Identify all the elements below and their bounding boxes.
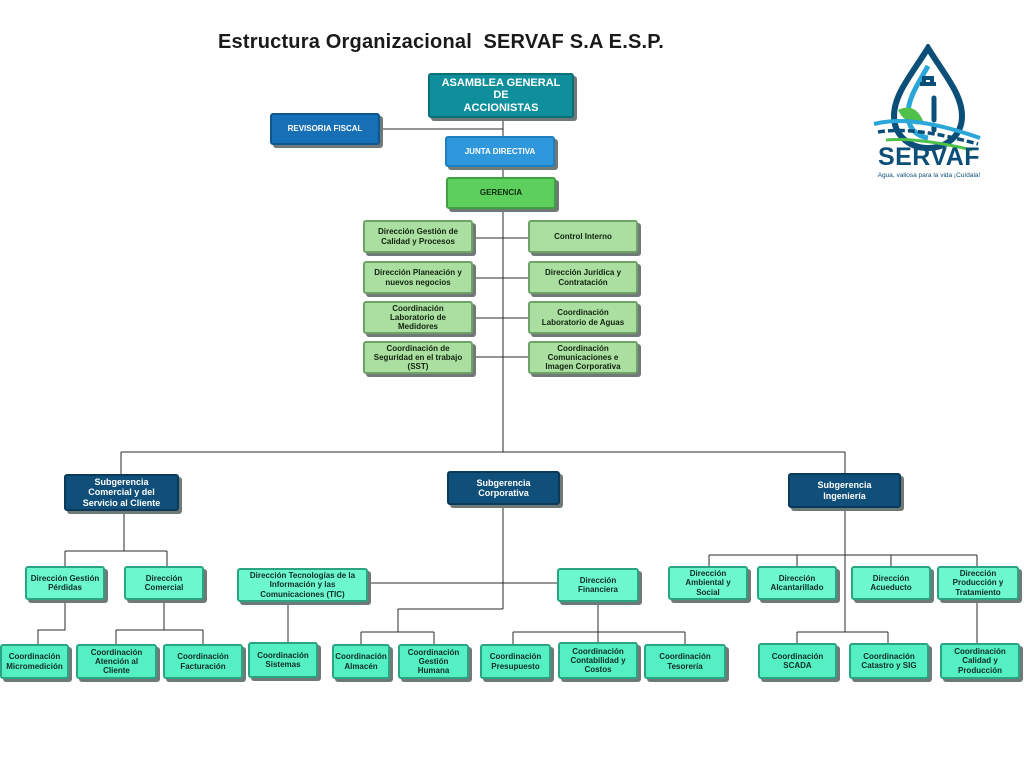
logo-tagline: Agua, valiosa para la vida ¡Cuídala! [877,172,981,179]
node-asamblea: ASAMBLEA GENERAL DE ACCIONISTAS [428,73,574,118]
node-junta-directiva: JUNTA DIRECTIVA [445,136,555,167]
connector-ing-coords [796,631,889,643]
node-coord-micromedicion: Coordinación Micromedición [0,644,69,679]
node-staff-sst: Coordinación de Seguridad en el trabajo … [363,341,473,374]
node-coord-sistemas: Coordinación Sistemas [248,642,318,678]
node-coord-contabilidad: Coordinación Contabilidad y Costos [558,642,638,679]
node-dir-tic: Dirección Tecnologías de la Información … [237,568,368,602]
node-dir-alcantarillado: Dirección Alcantarillado [757,566,837,600]
node-coord-presupuesto: Coordinación Presupuesto [480,644,551,679]
node-sub-comercial: Subgerencia Comercial y del Servicio al … [64,474,179,511]
node-coord-gestion-humana: Coordinación Gestión Humana [398,644,469,679]
node-staff-lab-medidores: Coordinación Laboratorio de Medidores [363,301,473,334]
water-drop-logo-icon [873,44,981,152]
logo-wordmark: SERVAF [877,143,981,171]
node-gerencia: GERENCIA [446,177,556,209]
node-coord-catastro-sig: Coordinación Catastro y SIG [849,643,929,679]
node-dir-comercial: Dirección Comercial [124,566,204,600]
node-coord-scada: Coordinación SCADA [758,643,837,679]
node-staff-juridica: Dirección Jurídica y Contratación [528,261,638,294]
node-dir-financiera: Dirección Financiera [557,568,639,602]
node-dir-ambiental: Dirección Ambiental y Social [668,566,748,600]
connector-ing-dir-drops [708,555,978,566]
node-coord-atencion-cliente: Coordinación Atención al Cliente [76,644,157,679]
node-sub-corporativa: Subgerencia Corporativa [447,471,560,505]
node-sub-ingenieria: Subgerencia Ingeniería [788,473,901,508]
node-staff-comunicaciones: Coordinación Comunicaciones e Imagen Cor… [528,341,638,374]
node-dir-perdidas: Dirección Gestión Pérdidas [25,566,105,600]
page-title: Estructura Organizacional SERVAF S.A E.S… [218,31,664,53]
node-coord-almacen: Coordinación Almacén [332,644,390,679]
node-coord-calidad-produccion: Coordinación Calidad y Producción [940,643,1020,679]
node-revisoria-fiscal: REVISORIA FISCAL [270,113,380,145]
node-staff-control-interno: Control Interno [528,220,638,253]
node-dir-produccion: Dirección Producción y Tratamiento [937,566,1019,600]
node-staff-lab-aguas: Coordinación Laboratorio de Aguas [528,301,638,334]
node-staff-planeacion: Dirección Planeación y nuevos negocios [363,261,473,294]
node-staff-calidad-procesos: Dirección Gestión de Calidad y Procesos [363,220,473,253]
node-dir-acueducto: Dirección Acueducto [851,566,931,600]
connector-financiera-children [512,601,686,644]
connector-micromedicion [37,600,66,644]
connector-corp-coords [360,609,435,644]
node-coord-facturacion: Coordinación Facturación [163,644,243,679]
node-coord-tesoreria: Coordinación Tesorería [644,644,726,679]
connector-comercial-children [115,600,204,644]
